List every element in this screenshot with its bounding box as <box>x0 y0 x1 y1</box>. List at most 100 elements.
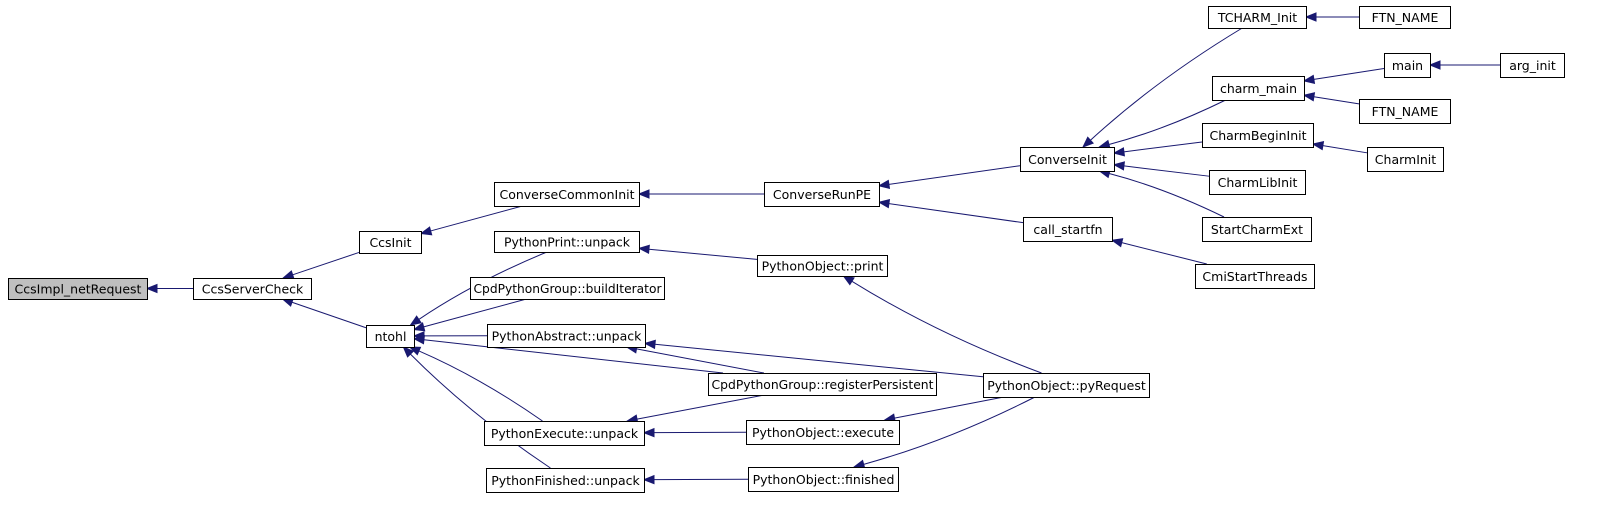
node-main[interactable]: main <box>1384 53 1431 78</box>
node-box <box>359 231 422 254</box>
node-box <box>1202 217 1312 242</box>
node-cpdpythongroup-builditerator[interactable]: CpdPythonGroup::buildIterator <box>470 277 665 300</box>
node-box <box>486 468 645 493</box>
call-edge <box>281 251 360 280</box>
call-edge <box>625 394 765 424</box>
node-box <box>1023 217 1113 242</box>
edge-line <box>1121 242 1207 265</box>
arrowhead-icon <box>1082 136 1095 148</box>
node-box <box>1020 147 1115 172</box>
node-cmistartthreads[interactable]: CmiStartThreads <box>1195 264 1315 289</box>
node-label: ConverseInit <box>1028 152 1107 167</box>
node-box <box>757 255 888 277</box>
edge-line <box>291 301 367 329</box>
arrowhead-icon <box>637 189 650 199</box>
call-edge <box>402 346 551 469</box>
node-pythonprint-unpack[interactable]: PythonPrint::unpack <box>494 231 640 253</box>
node-box <box>1212 76 1305 101</box>
call-edge <box>1304 12 1359 22</box>
call-edge <box>419 205 523 236</box>
call-edge <box>412 298 527 332</box>
node-tcharm-init[interactable]: TCHARM_Init <box>1208 6 1307 29</box>
edge-line <box>1313 68 1385 80</box>
node-label: CcsServerCheck <box>202 282 304 297</box>
node-pythonobject-execute[interactable]: PythonObject::execute <box>746 420 900 445</box>
node-arg-init[interactable]: arg_init <box>1500 53 1565 78</box>
node-call-startfn[interactable]: call_startfn <box>1023 217 1113 242</box>
node-ntohl[interactable]: ntohl <box>366 325 415 348</box>
node-label: call_startfn <box>1033 222 1102 237</box>
node-box <box>193 278 312 300</box>
call-edge <box>1311 141 1368 154</box>
node-label: PythonExecute::unpack <box>491 426 639 441</box>
call-edge <box>643 339 984 378</box>
arrowhead-icon <box>145 283 158 294</box>
node-ftn-name[interactable]: FTN_NAME <box>1359 99 1451 124</box>
node-ccsservercheck[interactable]: CcsServerCheck <box>193 278 312 300</box>
node-label: FTN_NAME <box>1372 10 1439 25</box>
call-edge <box>1302 68 1385 84</box>
node-layer: CcsImpl_netRequest CcsServerCheck CcsInit n… <box>8 6 1565 493</box>
node-charmbegininit[interactable]: CharmBeginInit <box>1202 123 1314 148</box>
node-converseinit[interactable]: ConverseInit <box>1020 147 1115 172</box>
node-label: PythonObject::print <box>762 259 884 274</box>
node-pythonfinished-unpack[interactable]: PythonFinished::unpack <box>486 468 645 493</box>
node-ftn-name[interactable]: FTN_NAME <box>1359 6 1451 29</box>
arrowhead-icon <box>1304 12 1317 22</box>
edge-line <box>423 298 527 328</box>
call-edge <box>877 198 1024 224</box>
node-box <box>487 324 646 348</box>
edge-line <box>1123 165 1210 177</box>
edge-line <box>636 394 765 420</box>
node-charminit[interactable]: CharmInit <box>1367 147 1444 172</box>
arrowhead-icon <box>1112 161 1125 171</box>
node-box <box>748 467 899 492</box>
node-label: CcsInit <box>369 235 411 250</box>
node-converserunpe[interactable]: ConverseRunPE <box>764 182 880 207</box>
node-label: CharmInit <box>1375 152 1436 167</box>
node-ccsinit[interactable]: CcsInit <box>359 231 422 254</box>
call-edge <box>642 474 749 485</box>
node-box <box>494 182 640 207</box>
node-cpdpythongroup-registerpersistent[interactable]: CpdPythonGroup::registerPersistent <box>708 373 937 396</box>
node-box <box>1384 53 1431 78</box>
node-charm-main[interactable]: charm_main <box>1212 76 1305 101</box>
node-label: CcsImpl_netRequest <box>15 282 142 297</box>
node-conversecommoninit[interactable]: ConverseCommonInit <box>494 182 640 207</box>
call-edge <box>1097 99 1226 149</box>
call-edge <box>1082 27 1243 148</box>
node-pythonobject-finished[interactable]: PythonObject::finished <box>748 467 899 492</box>
arrowhead-icon <box>877 179 891 190</box>
call-edge <box>408 346 543 422</box>
edge-line <box>1090 27 1243 141</box>
node-startcharmext[interactable]: StartCharmExt <box>1202 217 1312 242</box>
edge-line <box>648 248 758 260</box>
arrowhead-icon <box>412 322 426 332</box>
call-edge <box>1302 92 1360 105</box>
node-label: PythonPrint::unpack <box>504 235 631 250</box>
arrowhead-icon <box>842 275 855 286</box>
edge-line <box>888 165 1021 185</box>
node-box <box>1500 53 1565 78</box>
node-box <box>764 182 880 207</box>
node-label: charm_main <box>1220 81 1297 96</box>
node-label: ntohl <box>375 329 407 344</box>
node-box <box>1209 170 1306 195</box>
node-pythonexecute-unpack[interactable]: PythonExecute::unpack <box>484 421 645 446</box>
arrowhead-icon <box>642 474 655 485</box>
node-pythonobject-print[interactable]: PythonObject::print <box>757 255 888 277</box>
arrowhead-icon <box>1311 141 1325 151</box>
node-charmlibinit[interactable]: CharmLibInit <box>1209 170 1306 195</box>
node-pythonobject-pyrequest[interactable]: PythonObject::pyRequest <box>983 373 1150 398</box>
edge-line <box>1322 145 1368 154</box>
node-box <box>983 373 1150 398</box>
node-pythonabstract-unpack[interactable]: PythonAbstract::unpack <box>487 324 646 348</box>
node-box <box>708 373 937 396</box>
node-label: StartCharmExt <box>1211 222 1303 237</box>
call-edge <box>637 189 765 199</box>
edge-line <box>1109 173 1225 218</box>
node-box <box>494 231 640 253</box>
node-label: CmiStartThreads <box>1202 269 1307 284</box>
node-box <box>470 277 665 300</box>
node-ccsimpl-netrequest[interactable]: CcsImpl_netRequest <box>8 278 148 300</box>
